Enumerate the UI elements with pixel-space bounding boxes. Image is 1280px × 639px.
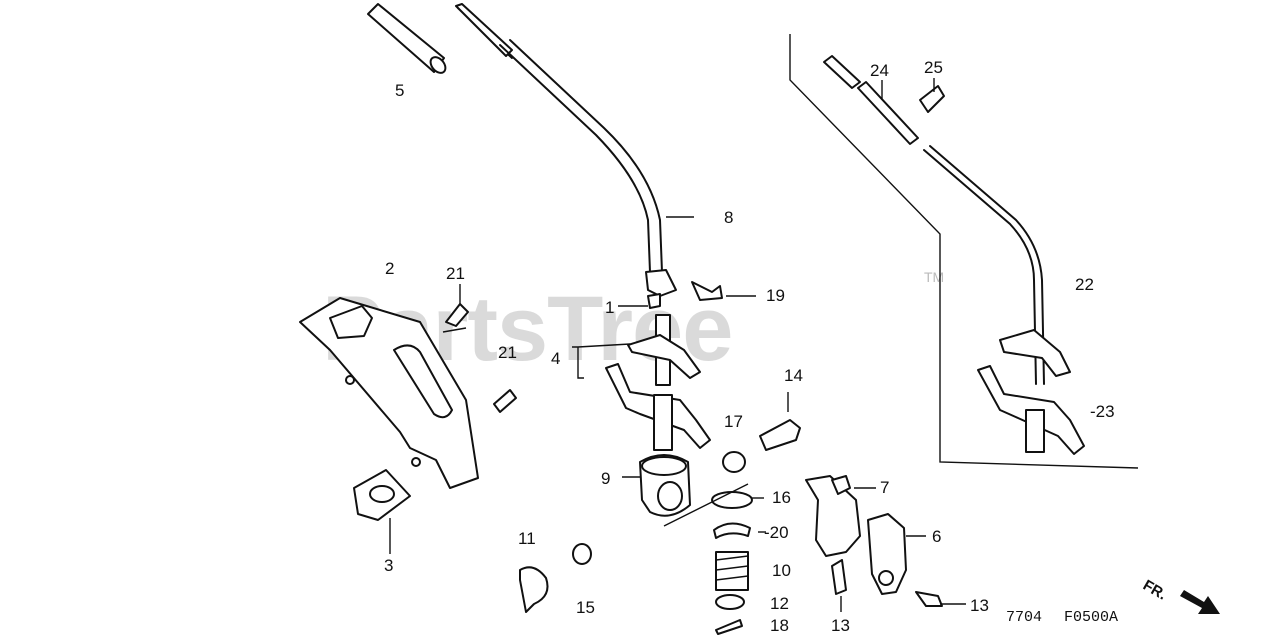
lever-assembly-part <box>605 314 711 451</box>
clip-25-part <box>919 85 945 113</box>
label-part-23: -23 <box>1090 402 1115 421</box>
bolt-21-lower <box>493 389 517 413</box>
label-part-18: 18 <box>770 616 789 635</box>
label-part-14: 14 <box>784 366 803 385</box>
label-part-6: 6 <box>932 527 941 546</box>
label-part-12: 12 <box>770 594 789 613</box>
label-part-13-right: 13 <box>970 596 989 615</box>
label-part-21-lower: 21 <box>498 343 517 362</box>
rod-24-part <box>823 55 919 145</box>
shift-collar-part <box>639 454 691 517</box>
label-part-13-left: 13 <box>831 616 850 635</box>
label-part-17: 17 <box>724 412 743 431</box>
label-part-15: 15 <box>576 598 595 617</box>
label-part-3: 3 <box>384 556 393 575</box>
label-part-4: 4 <box>551 349 560 368</box>
pin-18 <box>715 619 743 635</box>
washer-12 <box>715 594 745 610</box>
label-part-19: 19 <box>766 286 785 305</box>
label-part-21-upper: 21 <box>446 264 465 283</box>
label-part-20: -20 <box>764 523 789 542</box>
label-part-25: 25 <box>924 58 943 77</box>
bolt-21-upper <box>445 303 469 327</box>
label-part-5: 5 <box>395 81 404 100</box>
diagram-code-2: F0500A <box>1064 609 1118 626</box>
clip-part <box>691 281 723 301</box>
label-part-9: 9 <box>601 469 610 488</box>
alt-assembly-frame <box>789 34 1139 469</box>
label-part-8: 8 <box>724 208 733 227</box>
label-part-10: 10 <box>772 561 791 580</box>
rubber-block-part <box>353 469 411 521</box>
pin-part <box>759 419 801 451</box>
return-spring-part <box>519 566 549 613</box>
lever-23-part <box>977 365 1085 455</box>
washer-15 <box>572 543 592 565</box>
diagram-code-1: 7704 <box>1006 609 1042 626</box>
detent-arm-part <box>867 513 907 595</box>
label-part-16: 16 <box>772 488 791 507</box>
front-arrow-icon <box>1180 590 1220 614</box>
label-part-11: 11 <box>518 529 536 548</box>
washer-16 <box>711 491 753 509</box>
shift-plate-part <box>299 297 479 489</box>
washer-17 <box>722 451 746 473</box>
leader-lines <box>389 78 966 612</box>
bolt-13-right <box>915 591 943 607</box>
trademark-mark: TM <box>924 269 944 285</box>
spring-part <box>715 551 749 591</box>
bolt-13-left <box>831 559 847 595</box>
circlip-20 <box>713 522 751 539</box>
small-bolt-part <box>647 293 661 309</box>
shift-lever-rod <box>455 3 677 297</box>
grip-part <box>367 3 447 74</box>
label-part-24: 24 <box>870 61 889 80</box>
label-part-2: 2 <box>385 259 394 278</box>
label-part-7: 7 <box>880 478 889 497</box>
label-part-22: 22 <box>1075 275 1094 294</box>
label-part-1: 1 <box>605 298 614 317</box>
detent-bracket-part <box>805 475 861 557</box>
front-direction-indicator: FR. <box>1140 577 1220 614</box>
rod-22-part <box>923 145 1071 385</box>
front-direction-label: FR. <box>1140 577 1169 604</box>
